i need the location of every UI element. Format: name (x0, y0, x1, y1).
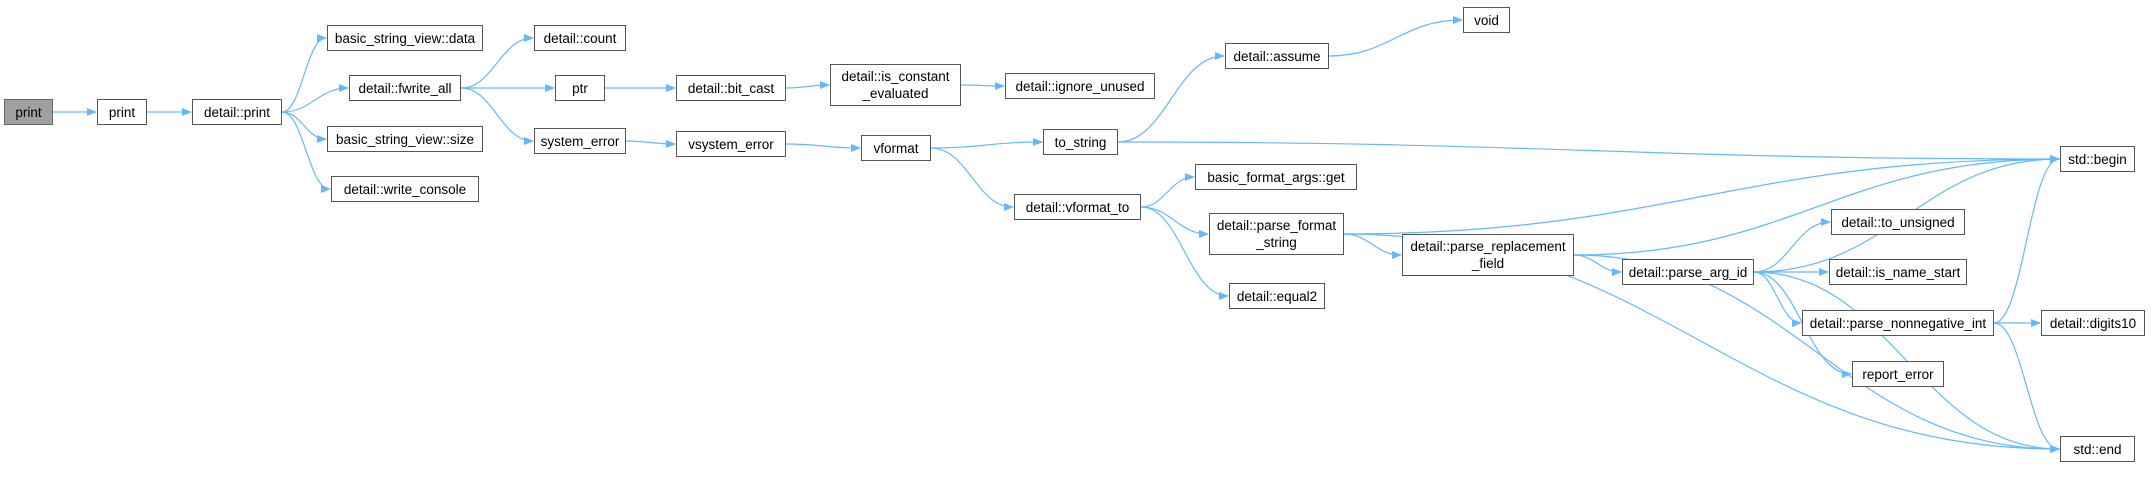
edge-parse-format-to-std-begin (1343, 155, 2060, 235)
node-detail-assume[interactable]: detail::assume (1225, 43, 1329, 69)
node-basic-string-view-size[interactable]: basic_string_view::size (327, 126, 483, 152)
node-print-root[interactable]: print (4, 99, 53, 125)
edge-to-string-to-std-begin (1117, 141, 2060, 163)
edge-to-string-to-assume (1117, 52, 1225, 143)
edge-vformat-to-to-bfa-get (1140, 173, 1195, 208)
node-report-error[interactable]: report_error (1852, 361, 1944, 387)
edge-detail-print-to-write-console (281, 111, 331, 193)
node-basic-string-view-data[interactable]: basic_string_view::data (327, 25, 483, 51)
node-detail-write-console[interactable]: detail::write_console (331, 176, 479, 202)
node-detail-equal2[interactable]: detail::equal2 (1229, 283, 1325, 309)
node-to-string[interactable]: to_string (1043, 129, 1118, 155)
edge-detail-print-to-bsv-size (281, 111, 327, 143)
edge-fwrite-all-to-count (460, 34, 534, 89)
edge-system-error-to-vsystem-error (625, 139, 676, 148)
edge-is-constant-to-ignore-unused (960, 81, 1005, 90)
edge-parse-repl-to-std-begin (1573, 155, 2060, 256)
node-detail-print[interactable]: detail::print (192, 99, 282, 125)
edge-parse-nonneg-to-std-end (1993, 322, 2060, 453)
node-detail-bit-cast[interactable]: detail::bit_cast (676, 75, 786, 101)
edge-vformat-to-to-string (930, 138, 1043, 149)
node-vsystem-error[interactable]: vsystem_error (676, 131, 786, 157)
node-detail-vformat-to[interactable]: detail::vformat_to (1014, 194, 1141, 220)
node-detail-is-name-start[interactable]: detail::is_name_start (1829, 259, 1967, 285)
edge-bit-cast-to-is-constant (785, 81, 830, 90)
edge-vformat-to-vformat-to (930, 147, 1014, 211)
edge-assume-to-void (1328, 16, 1463, 57)
node-std-begin[interactable]: std::begin (2060, 146, 2135, 172)
node-detail-to-unsigned[interactable]: detail::to_unsigned (1831, 209, 1965, 235)
edge-parse-nonneg-to-std-begin (1993, 155, 2060, 324)
node-print[interactable]: print (97, 99, 147, 125)
node-vformat[interactable]: vformat (861, 135, 931, 161)
edge-detail-print-to-bsv-data (281, 34, 327, 113)
node-detail-digits10[interactable]: detail::digits10 (2041, 310, 2145, 336)
edge-parse-arg-id-to-parse-nonneg (1753, 271, 1802, 327)
edge-vformat-to-to-equal2 (1140, 206, 1229, 300)
node-detail-is-constant-evaluated[interactable]: detail::is_constant _evaluated (830, 64, 961, 106)
node-detail-parse-replacement-field[interactable]: detail::parse_replacement _field (1402, 234, 1574, 276)
node-ptr[interactable]: ptr (555, 75, 605, 101)
node-detail-parse-format-string[interactable]: detail::parse_format _string (1209, 213, 1344, 255)
edge-vformat-to-to-parse-format (1140, 206, 1209, 238)
node-std-end[interactable]: std::end (2060, 436, 2135, 462)
node-basic-format-args-get[interactable]: basic_format_args::get (1195, 164, 1357, 190)
node-system-error[interactable]: system_error (534, 128, 626, 154)
node-detail-fwrite-all[interactable]: detail::fwrite_all (349, 75, 461, 101)
node-void[interactable]: void (1463, 7, 1510, 33)
edge-detail-print-to-fwrite-all (281, 84, 349, 113)
node-detail-ignore-unused[interactable]: detail::ignore_unused (1005, 73, 1155, 99)
edge-fwrite-all-to-system-error (460, 87, 534, 145)
node-detail-parse-arg-id[interactable]: detail::parse_arg_id (1622, 259, 1754, 285)
edge-vsystem-error-to-vformat (785, 143, 861, 152)
node-detail-count[interactable]: detail::count (534, 25, 626, 51)
node-detail-parse-nonnegative-int[interactable]: detail::parse_nonnegative_int (1802, 310, 1994, 336)
edge-parse-arg-id-to-std-end (1753, 271, 2060, 453)
edge-parse-format-to-parse-repl (1343, 233, 1402, 259)
edge-parse-arg-id-to-to-unsigned (1753, 218, 1831, 273)
